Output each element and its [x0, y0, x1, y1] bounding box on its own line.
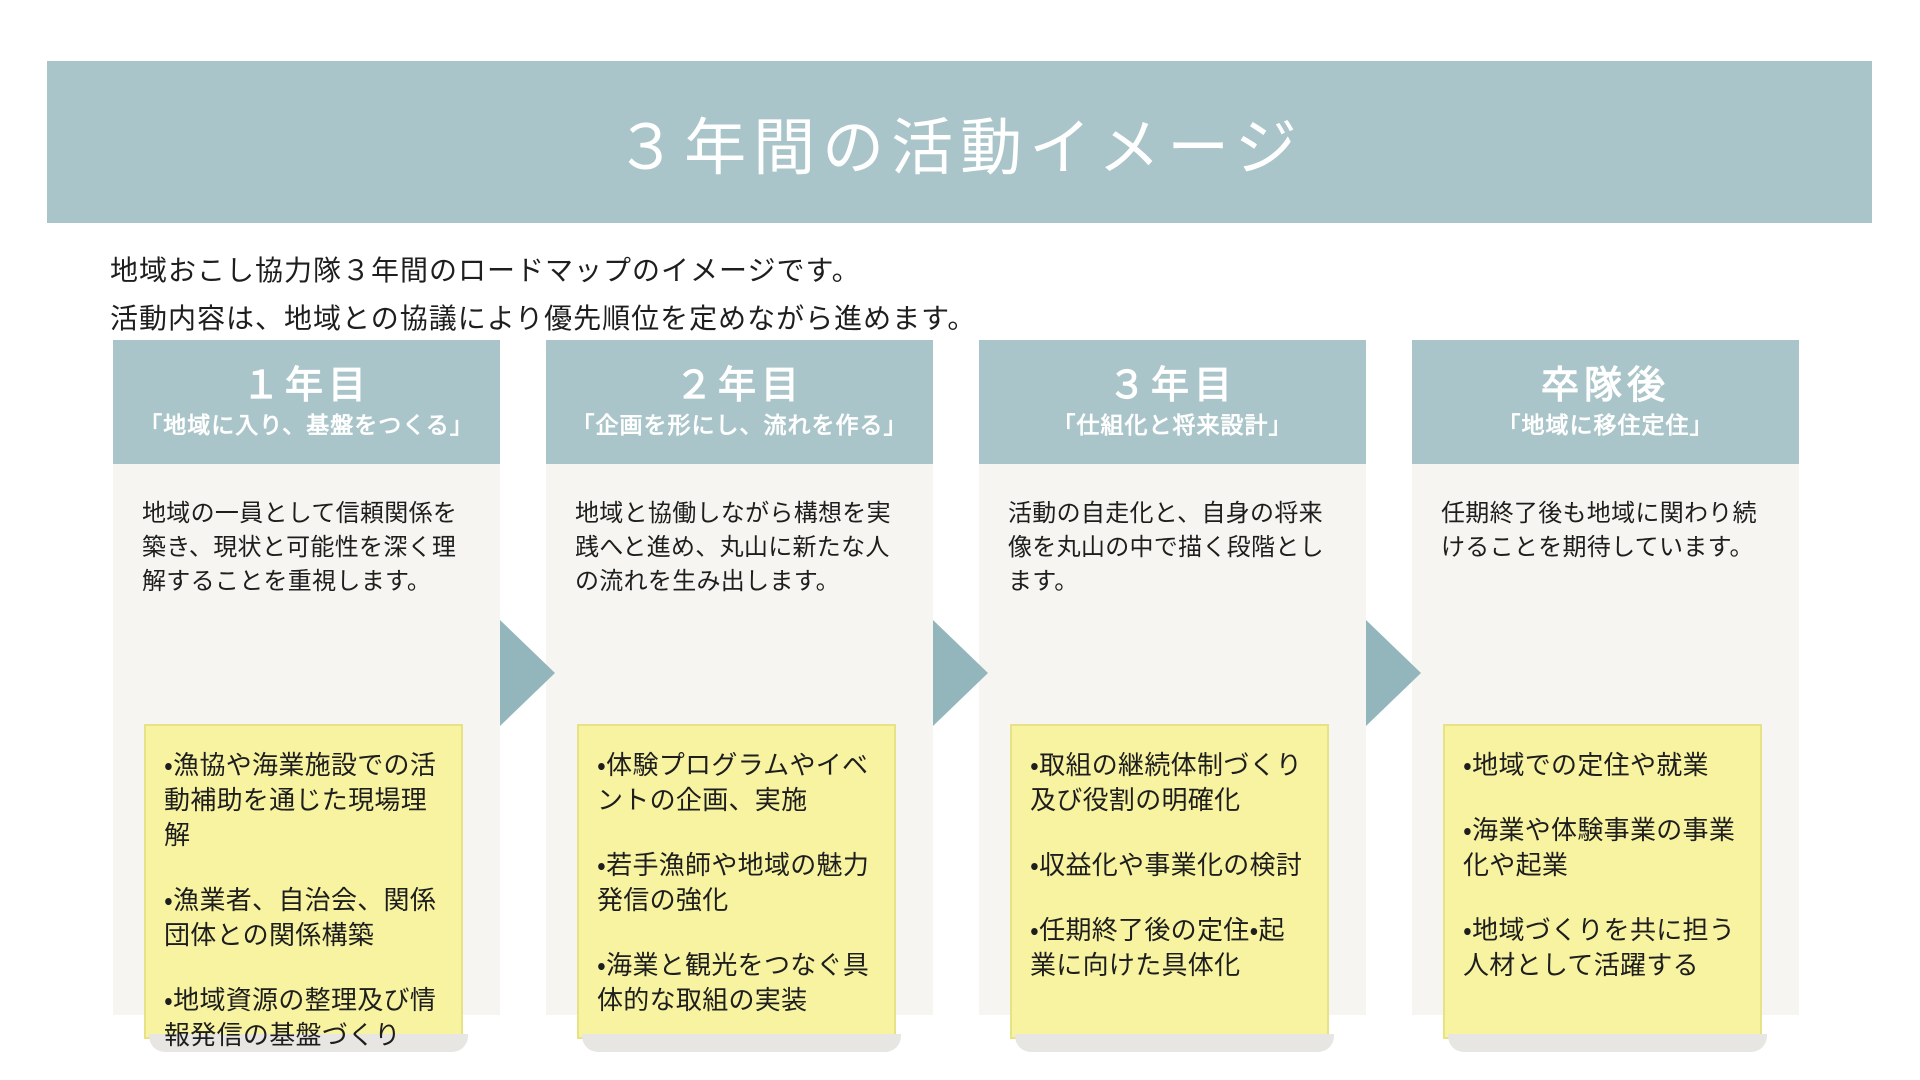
note-item: ・取組の継続体制づくり及び役割の明確化: [1030, 750, 1303, 815]
column-after-graduation-description: 任期終了後も地域に関わり続けることを期待しています。: [1441, 500, 1757, 561]
column-year-2-body: 地域と協働しながら構想を実践へと進め、丸山に新たな人の流れを生み出します。 ・体…: [546, 464, 933, 1052]
note-item: ・漁業者、自治会、関係団体との関係構築: [164, 885, 437, 950]
column-year-3-body: 活動の自走化と、自身の将来像を丸山の中で描く段階とします。 ・取組の継続体制づく…: [979, 464, 1366, 1052]
column-year-2-sticky-note: ・体験プログラムやイベントの企画、実施 ・若手漁師や地域の魅力発信の強化 ・海業…: [577, 724, 901, 1052]
column-year-3: ３年目 「仕組化と将来設計」 活動の自走化と、自身の将来像を丸山の中で描く段階と…: [979, 340, 1366, 1052]
intro-line-2: 活動内容は、地域との協議により優先順位を定めながら進めます。: [110, 303, 977, 334]
column-year-1-header: １年目 「地域に入り、基盤をつくる」: [113, 340, 500, 464]
column-after-graduation-body: 任期終了後も地域に関わり続けることを期待しています。 ・地域での定住や就業 ・海…: [1412, 464, 1799, 1052]
arrow-right-icon: [1366, 620, 1421, 726]
column-year-1-title: １年目: [241, 365, 371, 407]
note-item: ・地域づくりを共に担う人材として活躍する: [1463, 915, 1736, 980]
column-year-3-description: 活動の自走化と、自身の将来像を丸山の中で描く段階とします。: [1008, 500, 1324, 595]
column-after-graduation-header: 卒隊後 「地域に移住定住」: [1412, 340, 1799, 464]
page-title: ３年間の活動イメージ: [615, 114, 1304, 183]
intro-text: 地域おこし協力隊３年間のロードマップのイメージです。 活動内容は、地域との協議に…: [110, 247, 976, 343]
roadmap-columns: １年目 「地域に入り、基盤をつくる」 地域の一員として信頼関係を築き、現状と可能…: [113, 340, 1799, 1052]
column-year-1-description: 地域の一員として信頼関係を築き、現状と可能性を深く理解することを重視します。: [142, 500, 458, 595]
column-year-3-subtitle: 「仕組化と将来設計」: [1052, 412, 1293, 438]
column-after-graduation-sticky-note: ・地域での定住や就業 ・海業や体験事業の事業化や起業 ・地域づくりを共に担う人材…: [1443, 724, 1767, 1052]
title-banner: ３年間の活動イメージ: [47, 61, 1872, 223]
note-item: ・若手漁師や地域の魅力発信の強化: [597, 850, 870, 915]
note-item: ・漁協や海業施設での活動補助を通じた現場理解: [164, 750, 437, 850]
note-item: ・体験プログラムやイベントの企画、実施: [597, 750, 869, 815]
column-year-1-body: 地域の一員として信頼関係を築き、現状と可能性を深く理解することを重視します。 ・…: [113, 464, 500, 1052]
arrow-right-icon: [500, 620, 555, 726]
note-item: ・地域での定住や就業: [1463, 750, 1709, 780]
column-year-1: １年目 「地域に入り、基盤をつくる」 地域の一員として信頼関係を築き、現状と可能…: [113, 340, 500, 1052]
column-year-2-subtitle: 「企画を形にし、流れを作る」: [571, 412, 908, 438]
column-after-graduation-title: 卒隊後: [1540, 365, 1670, 407]
column-year-2-header: ２年目 「企画を形にし、流れを作る」: [546, 340, 933, 464]
note-item: ・海業と観光をつなぐ具体的な取組の実装: [597, 950, 870, 1015]
column-year-1-sticky-note: ・漁協や海業施設での活動補助を通じた現場理解 ・漁業者、自治会、関係団体との関係…: [144, 724, 468, 1052]
column-after-graduation-subtitle: 「地域に移住定住」: [1497, 412, 1714, 438]
note-item: ・地域資源の整理及び情報発信の基盤づくり: [164, 985, 437, 1050]
column-after-graduation: 卒隊後 「地域に移住定住」 任期終了後も地域に関わり続けることを期待しています。…: [1412, 340, 1799, 1052]
arrow-right-icon: [933, 620, 988, 726]
note-item: ・任期終了後の定住・起業に向けた具体化: [1030, 915, 1285, 980]
column-year-2-title: ２年目: [674, 365, 804, 407]
column-year-3-header: ３年目 「仕組化と将来設計」: [979, 340, 1366, 464]
column-year-1-subtitle: 「地域に入り、基盤をつくる」: [139, 412, 474, 438]
note-item: ・収益化や事業化の検討: [1030, 850, 1303, 880]
note-item: ・海業や体験事業の事業化や起業: [1463, 815, 1736, 880]
intro-line-1: 地域おこし協力隊３年間のロードマップのイメージです。: [110, 255, 861, 286]
column-year-2-description: 地域と協働しながら構想を実践へと進め、丸山に新たな人の流れを生み出します。: [575, 500, 891, 595]
column-year-3-title: ３年目: [1107, 365, 1237, 407]
column-year-3-sticky-note: ・取組の継続体制づくり及び役割の明確化 ・収益化や事業化の検討 ・任期終了後の定…: [1010, 724, 1334, 1052]
column-year-2: ２年目 「企画を形にし、流れを作る」 地域と協働しながら構想を実践へと進め、丸山…: [546, 340, 933, 1052]
